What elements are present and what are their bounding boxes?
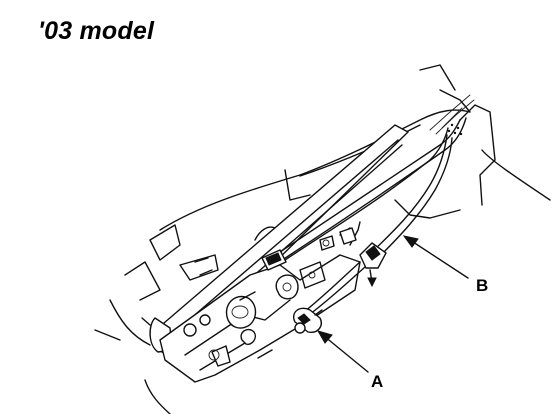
background-panels xyxy=(94,64,551,414)
callout-b-label: B xyxy=(476,276,488,295)
leader-b xyxy=(402,235,469,279)
callout-a-label: A xyxy=(371,372,383,391)
connector-a xyxy=(293,307,323,334)
seat-bracket xyxy=(141,235,361,383)
diagram-title: '03 model xyxy=(38,17,155,45)
harness-clip xyxy=(261,227,357,271)
leader-a xyxy=(316,330,369,373)
connector-b xyxy=(359,242,387,288)
grommet-dots xyxy=(447,123,463,136)
